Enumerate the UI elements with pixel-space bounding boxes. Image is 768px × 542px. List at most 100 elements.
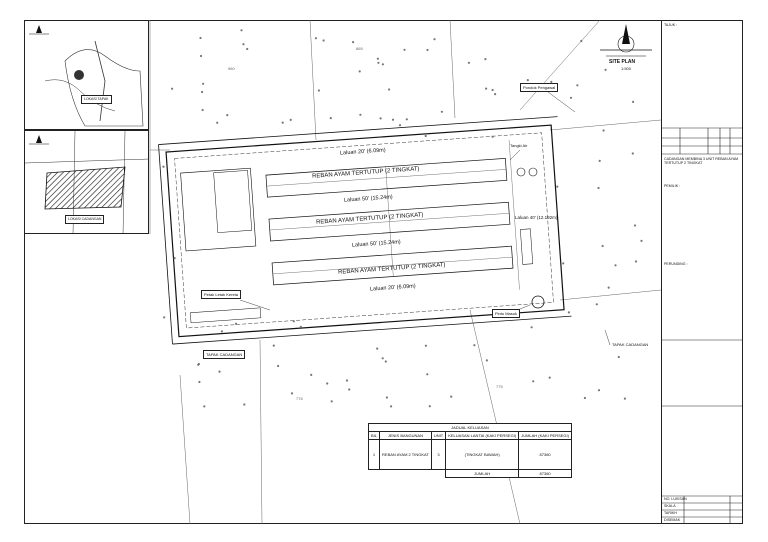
tree-symbol [640,239,643,242]
tree-symbol [548,376,551,379]
tree-symbol [317,89,320,92]
parking-callout: Petak Letak Kereta [201,290,242,299]
tree-symbol [485,359,488,362]
north-arrow-title: SITE PLAN [609,59,636,65]
tree-symbol [272,344,275,347]
tree-symbol [526,79,529,82]
tree-symbol [485,87,488,90]
schedule-title: JADUAL KELUASAN [368,423,572,432]
tree-symbol [597,186,600,190]
tree-symbol [595,303,598,306]
tree-symbol [556,185,559,188]
tree-symbol [398,124,402,127]
tree-symbol [440,110,443,113]
tree-symbol [289,118,292,121]
tree-symbol [348,388,351,391]
title-block-consultant: PERUNDING : [664,262,688,266]
title-block-scale: SKALA [664,504,676,508]
tree-symbol [530,326,533,329]
tree-symbol [201,90,204,94]
tree-symbol [633,224,637,227]
tree-symbol [292,320,295,323]
tree-symbol [376,347,379,350]
tree-symbol [473,344,476,347]
tree-symbol [634,260,638,263]
tree-symbol [381,63,384,66]
tree-symbol [246,47,249,51]
tree-symbol [598,159,601,162]
tree-symbol [484,58,487,61]
area-schedule-table: JADUAL KELUASAN BIL JENIS BANGUNAN UNIT … [367,423,572,478]
tree-symbol [597,389,601,392]
tree-symbol [314,37,317,40]
tree-symbol [379,117,382,120]
tree-symbol [326,382,329,385]
tree-symbol [281,121,284,124]
tree-symbol [216,121,219,124]
tree-symbol [330,400,333,403]
lot-number: 775 [496,384,503,389]
tree-symbol [614,264,617,267]
total-label: JUMLAH [445,469,520,478]
tree-symbol [201,108,204,112]
tree-symbol [329,117,332,120]
side-road-label: Laluan 40' (12.192m) [515,215,558,220]
tree-symbol [203,405,206,408]
tree-symbol [426,373,429,376]
tree-symbol [240,29,243,32]
tree-symbol [405,118,408,121]
lot-number: 865 [356,46,363,51]
tree-symbol [198,380,201,384]
tree-symbol [388,88,391,91]
col-header: KELUASAN LANTAI (KAKI PERSEGI) [445,431,520,440]
tree-symbol [226,114,229,117]
key-plan-map [29,25,144,127]
drawing-sheet [24,20,743,524]
tree-symbol [163,316,166,319]
tree-symbol [171,87,174,90]
tree-symbol [381,357,384,360]
tree-symbol [426,48,429,52]
tree-symbol [385,396,388,399]
col-header: JUMLAH (KAKI PERSEGI) [518,431,572,440]
row-area: (TINGKAT BAWAH) [445,439,520,470]
tree-symbol [562,262,565,265]
tree-symbol [580,39,583,43]
lot-number: 960 [228,66,235,71]
plan-scale: 1:500 [621,66,632,71]
tree-symbol [532,380,535,383]
tree-symbol [428,405,431,408]
tree-symbol [220,330,223,333]
tree-symbol [376,57,379,60]
tree-symbol [352,41,355,44]
title-block-drawing-no: NO. LUKISAN [664,497,687,501]
tree-symbol [567,311,571,314]
row-total: 87360 [518,439,572,470]
tree-symbol [403,48,406,51]
tree-symbol [391,118,395,121]
tree-symbol [234,322,238,325]
tree-symbol [491,135,494,138]
tree-symbol [424,344,427,347]
tree-symbol [569,96,573,99]
tree-symbol [358,70,361,73]
tree-symbol [384,360,387,363]
tree-symbol [277,364,280,368]
title-block-date: TARIKH [664,511,677,515]
tree-symbol [450,395,453,398]
row-unit: 3 [430,439,447,470]
location-plan-map [25,131,148,233]
tree-symbol [424,134,427,138]
lot-number: 776 [296,396,303,401]
tree-symbol [390,405,393,408]
tree-symbol [173,257,176,260]
legend-label: TAPAK CADANGAN [612,342,649,347]
title-block-owner: PEMILIK : [664,184,681,188]
tree-symbol [377,61,380,64]
tree-symbol [345,379,349,382]
location-plan-label: LOKASI CADANGAN [65,215,105,224]
tree-symbol [602,129,605,132]
tree-symbol [576,84,579,87]
tree-symbol [494,93,497,96]
